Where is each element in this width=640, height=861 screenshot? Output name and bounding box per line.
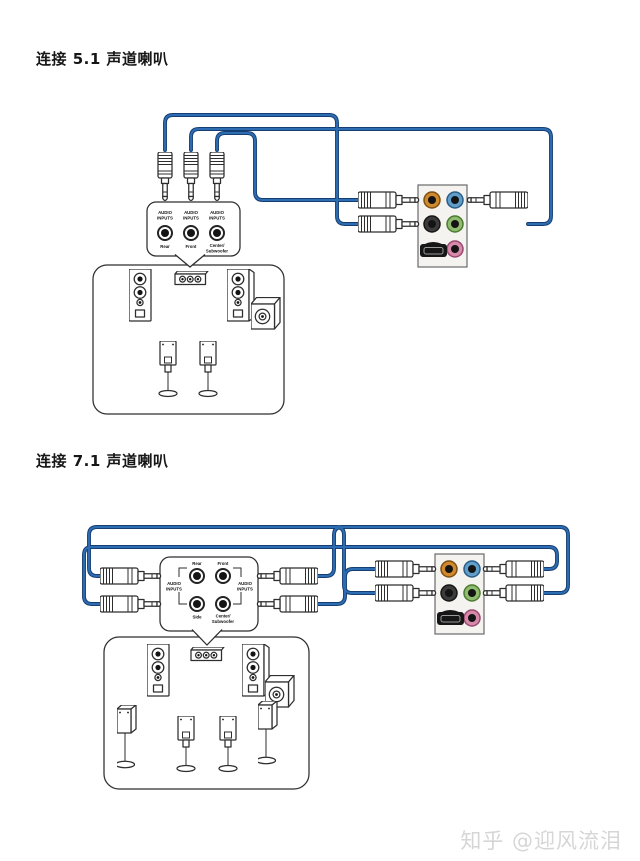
audio-inputs-label: AUDIO [238,581,253,586]
center-sub-jack-label: Subwoofer [212,619,235,624]
port-black-rear [423,215,441,233]
front-jack-label: Front [186,244,198,249]
front-right-speaker [227,269,254,321]
diagram-7-1: Rear Front AUDIO INPUTS AUDIO INPUTS Sid… [82,525,570,790]
port-black-rear [440,584,458,602]
audio-inputs-box-7-1: Rear Front AUDIO INPUTS AUDIO INPUTS Sid… [159,556,259,632]
audio-inputs-label: AUDIO [167,581,182,586]
callout-pointer [191,629,223,646]
rear-jack-label: Rear [192,561,202,566]
plug-front [257,568,318,584]
motherboard-audio-panel-7-1 [434,553,485,635]
callout-pointer [174,254,206,268]
front-right-speaker [242,644,269,696]
plug-center-subwoofer [210,152,224,201]
spdif-out-port [420,242,447,257]
audio-inputs-label: INPUTS [209,216,225,221]
side-jack-label: Side [192,615,202,620]
audio-inputs-label: INPUTS [157,216,173,221]
label-brackets [178,567,242,605]
port-orange-center-sub [440,560,458,578]
plug-center-subwoofer [257,596,318,612]
port-pink-mic [463,609,481,627]
plug-into-green-port [467,192,528,208]
front-left-speaker [129,269,151,321]
motherboard-audio-panel-5-1 [417,184,468,268]
center-sub-jack-label: Center/ [210,243,226,248]
front-left-speaker [147,644,169,696]
audio-inputs-box-5-1: AUDIO INPUTS AUDIO INPUTS AUDIO INPUTS R… [146,201,241,257]
center-speaker [175,271,208,285]
port-pink-mic [446,240,464,258]
watermark: 知乎 @迎风流泪 [460,829,622,853]
plug-rear [158,152,172,201]
diagram-5-1: AUDIO INPUTS AUDIO INPUTS AUDIO INPUTS R… [92,113,553,415]
audio-inputs-label: INPUTS [166,587,182,592]
plug-into-black-port [375,585,436,601]
rear-jack-label: Rear [160,244,170,249]
audio-inputs-label: AUDIO [158,210,173,215]
center-sub-jack-label: Center/ [216,614,232,619]
port-orange-center-sub [423,191,441,209]
section-title-5-1: 连接 5.1 声道喇叭 [36,50,169,68]
cable-front-to-green-port [189,127,553,226]
port-blue-line-in [446,191,464,209]
plug-into-orange-port [375,561,436,577]
center-sub-jack-label: Subwoofer [206,249,229,254]
audio-inputs-label: AUDIO [210,210,225,215]
port-green-front [463,584,481,602]
plug-rear [100,568,161,584]
port-blue-side [463,560,481,578]
audio-inputs-label: INPUTS [183,216,199,221]
subwoofer [251,298,280,330]
plug-side [100,596,161,612]
port-green-front [446,215,464,233]
center-speaker [191,647,224,661]
plug-into-orange-port [358,192,419,208]
spdif-out-port [437,610,464,625]
front-jack-label: Front [218,561,230,566]
audio-inputs-label: AUDIO [184,210,199,215]
plug-front [184,152,198,201]
speaker-layout-7-1 [103,629,310,790]
plug-into-black-port [358,216,419,232]
plug-into-blue-port [483,561,544,577]
audio-inputs-label: INPUTS [237,587,253,592]
plug-into-green-port [483,585,544,601]
speaker-layout-5-1 [92,254,285,415]
section-title-7-1: 连接 7.1 声道喇叭 [36,452,169,470]
